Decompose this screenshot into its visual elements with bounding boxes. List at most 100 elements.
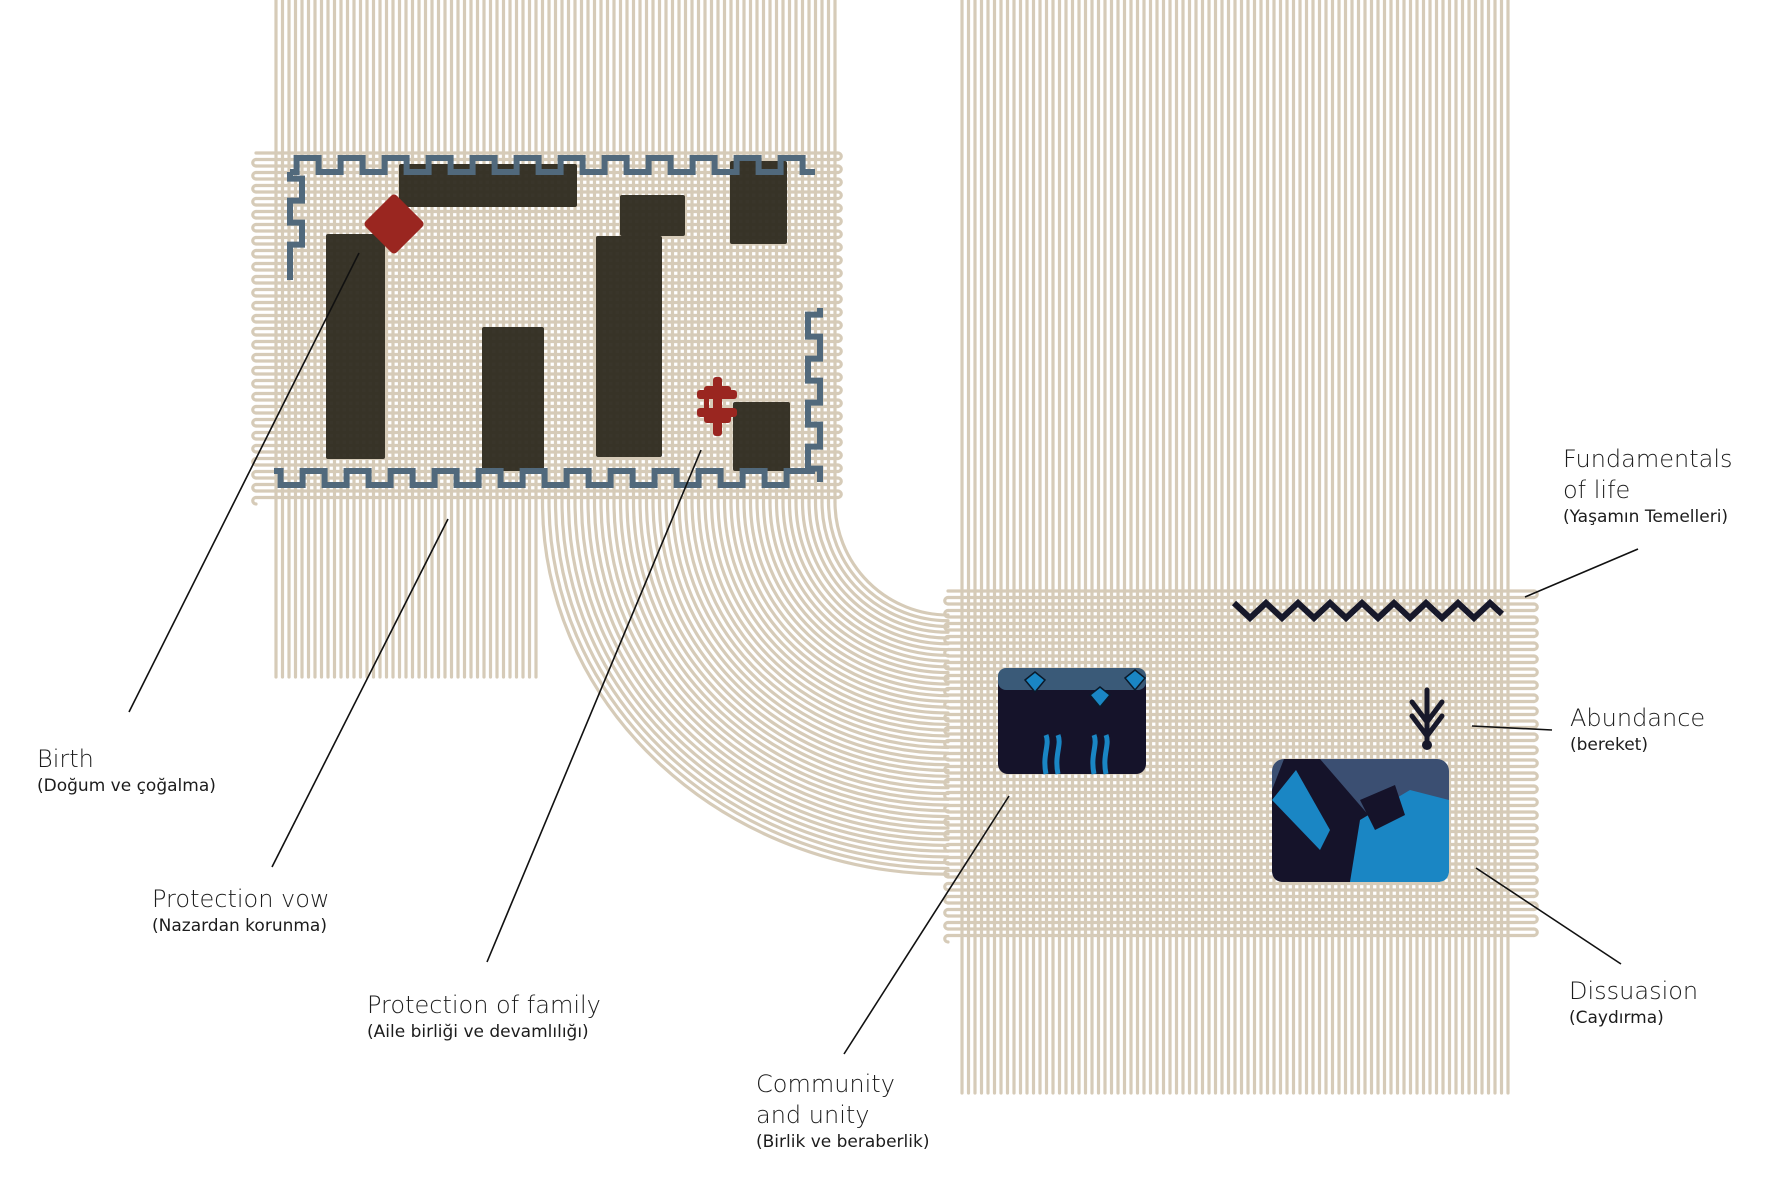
meander-border-right xyxy=(805,308,823,482)
label-abundance-title: Abundance xyxy=(1570,704,1706,732)
curved-thread xyxy=(547,500,950,871)
curved-thread xyxy=(690,500,950,744)
motifs xyxy=(274,155,1505,882)
label-fundamentals-subtitle: (Yaşamın Temelleri) xyxy=(1563,507,1729,527)
weft-loop xyxy=(1532,667,1539,678)
weft-loop xyxy=(251,300,258,311)
weft-loop xyxy=(836,307,843,318)
curved-thread xyxy=(820,500,950,629)
weft-loop xyxy=(1532,810,1539,821)
leader-line-birth xyxy=(128,252,360,713)
label-dissuasion: Dissuasion (Caydırma) xyxy=(1569,976,1698,1029)
weft-loop xyxy=(943,868,950,879)
label-community-title-2: and unity xyxy=(756,1101,870,1129)
tree-of-life-symbol xyxy=(1409,687,1445,747)
red-cross-part xyxy=(713,377,722,436)
leader-line-protection-family xyxy=(486,449,702,963)
weft-loop xyxy=(943,634,950,645)
curved-thread xyxy=(696,500,950,738)
weft-loop xyxy=(1532,901,1539,912)
curved-thread xyxy=(664,500,950,767)
label-fundamentals: Fundamentals of life (Yaşamın Temelleri) xyxy=(1563,444,1733,528)
curved-thread xyxy=(586,500,950,836)
label-abundance-subtitle: (bereket) xyxy=(1570,735,1648,755)
curved-thread xyxy=(670,500,950,761)
weft-loop xyxy=(836,203,843,214)
weft-loop xyxy=(943,595,950,606)
curved-thread xyxy=(833,500,950,617)
community-image xyxy=(998,668,1147,775)
weft-loop xyxy=(836,190,843,201)
weft-loop xyxy=(1532,693,1539,704)
dark-motif-block xyxy=(399,164,577,207)
weft-loop xyxy=(1532,797,1539,808)
weft-loop xyxy=(943,920,950,931)
curved-thread xyxy=(618,500,950,807)
weft-loop xyxy=(943,842,950,853)
weft-loop xyxy=(943,621,950,632)
weft-loop xyxy=(251,365,258,376)
curved-thread xyxy=(644,500,950,784)
curved-thread xyxy=(573,500,950,848)
meander-border-bottom xyxy=(274,468,815,488)
leader-line-fundamentals xyxy=(1524,548,1639,598)
curved-thread xyxy=(560,500,950,859)
weft-loop xyxy=(943,751,950,762)
dark-motif-block xyxy=(596,236,662,457)
curved-thread xyxy=(794,500,950,652)
weft-loop xyxy=(836,346,843,357)
leader-lines xyxy=(128,252,1639,1055)
curved-thread xyxy=(677,500,950,755)
dark-motif-block xyxy=(482,327,544,471)
weft-loop xyxy=(251,378,258,389)
weft-loop xyxy=(251,209,258,220)
weft-loop xyxy=(1532,862,1539,873)
weft-loop xyxy=(836,476,843,487)
curved-thread xyxy=(748,500,950,692)
label-birth: Birth (Doğum ve çoğalma) xyxy=(37,744,216,797)
weft-loop xyxy=(943,829,950,840)
weft-loop xyxy=(836,229,843,240)
label-protection-family: Protection of family (Aile birliği ve de… xyxy=(367,990,601,1043)
leader-line-abundance xyxy=(1471,725,1553,731)
curved-thread xyxy=(651,500,950,778)
weft-loop xyxy=(251,235,258,246)
weft-loop xyxy=(943,933,950,944)
weft-loop xyxy=(1532,654,1539,665)
weft-loop xyxy=(836,450,843,461)
meander-border-left xyxy=(287,172,305,280)
weft-loop xyxy=(251,352,258,363)
image-head xyxy=(1360,785,1405,830)
image-hand xyxy=(1102,734,1110,775)
image-figure xyxy=(1023,671,1047,694)
label-fundamentals-title-2: of life xyxy=(1563,476,1631,504)
label-protection-family-subtitle: (Aile birliği ve devamlılığı) xyxy=(367,1022,589,1042)
curved-thread xyxy=(722,500,950,715)
curved-thread xyxy=(599,500,950,824)
curved-thread xyxy=(553,500,950,865)
label-birth-title: Birth xyxy=(37,745,94,773)
weft-loop xyxy=(251,196,258,207)
weft-loop xyxy=(251,274,258,285)
curved-thread xyxy=(826,500,950,623)
weft-loop xyxy=(251,443,258,454)
curved-thread xyxy=(813,500,950,634)
curved-thread xyxy=(612,500,950,813)
red-cross-part xyxy=(704,393,709,410)
weft-loop xyxy=(836,216,843,227)
weft-loop xyxy=(836,294,843,305)
curved-thread xyxy=(774,500,950,669)
dark-motif-block xyxy=(730,161,787,244)
weft-loop xyxy=(251,183,258,194)
weft-loop xyxy=(943,816,950,827)
label-community: Community and unity (Birlik ve beraberli… xyxy=(756,1069,929,1153)
curved-thread xyxy=(729,500,950,709)
weft-loop xyxy=(943,855,950,866)
weft-loop xyxy=(836,437,843,448)
zigzag-motif xyxy=(1231,598,1505,623)
weft-loop xyxy=(836,424,843,435)
community-image-band xyxy=(998,668,1146,690)
label-protection-vow-title: Protection vow xyxy=(152,885,330,913)
weft-loop xyxy=(1532,641,1539,652)
